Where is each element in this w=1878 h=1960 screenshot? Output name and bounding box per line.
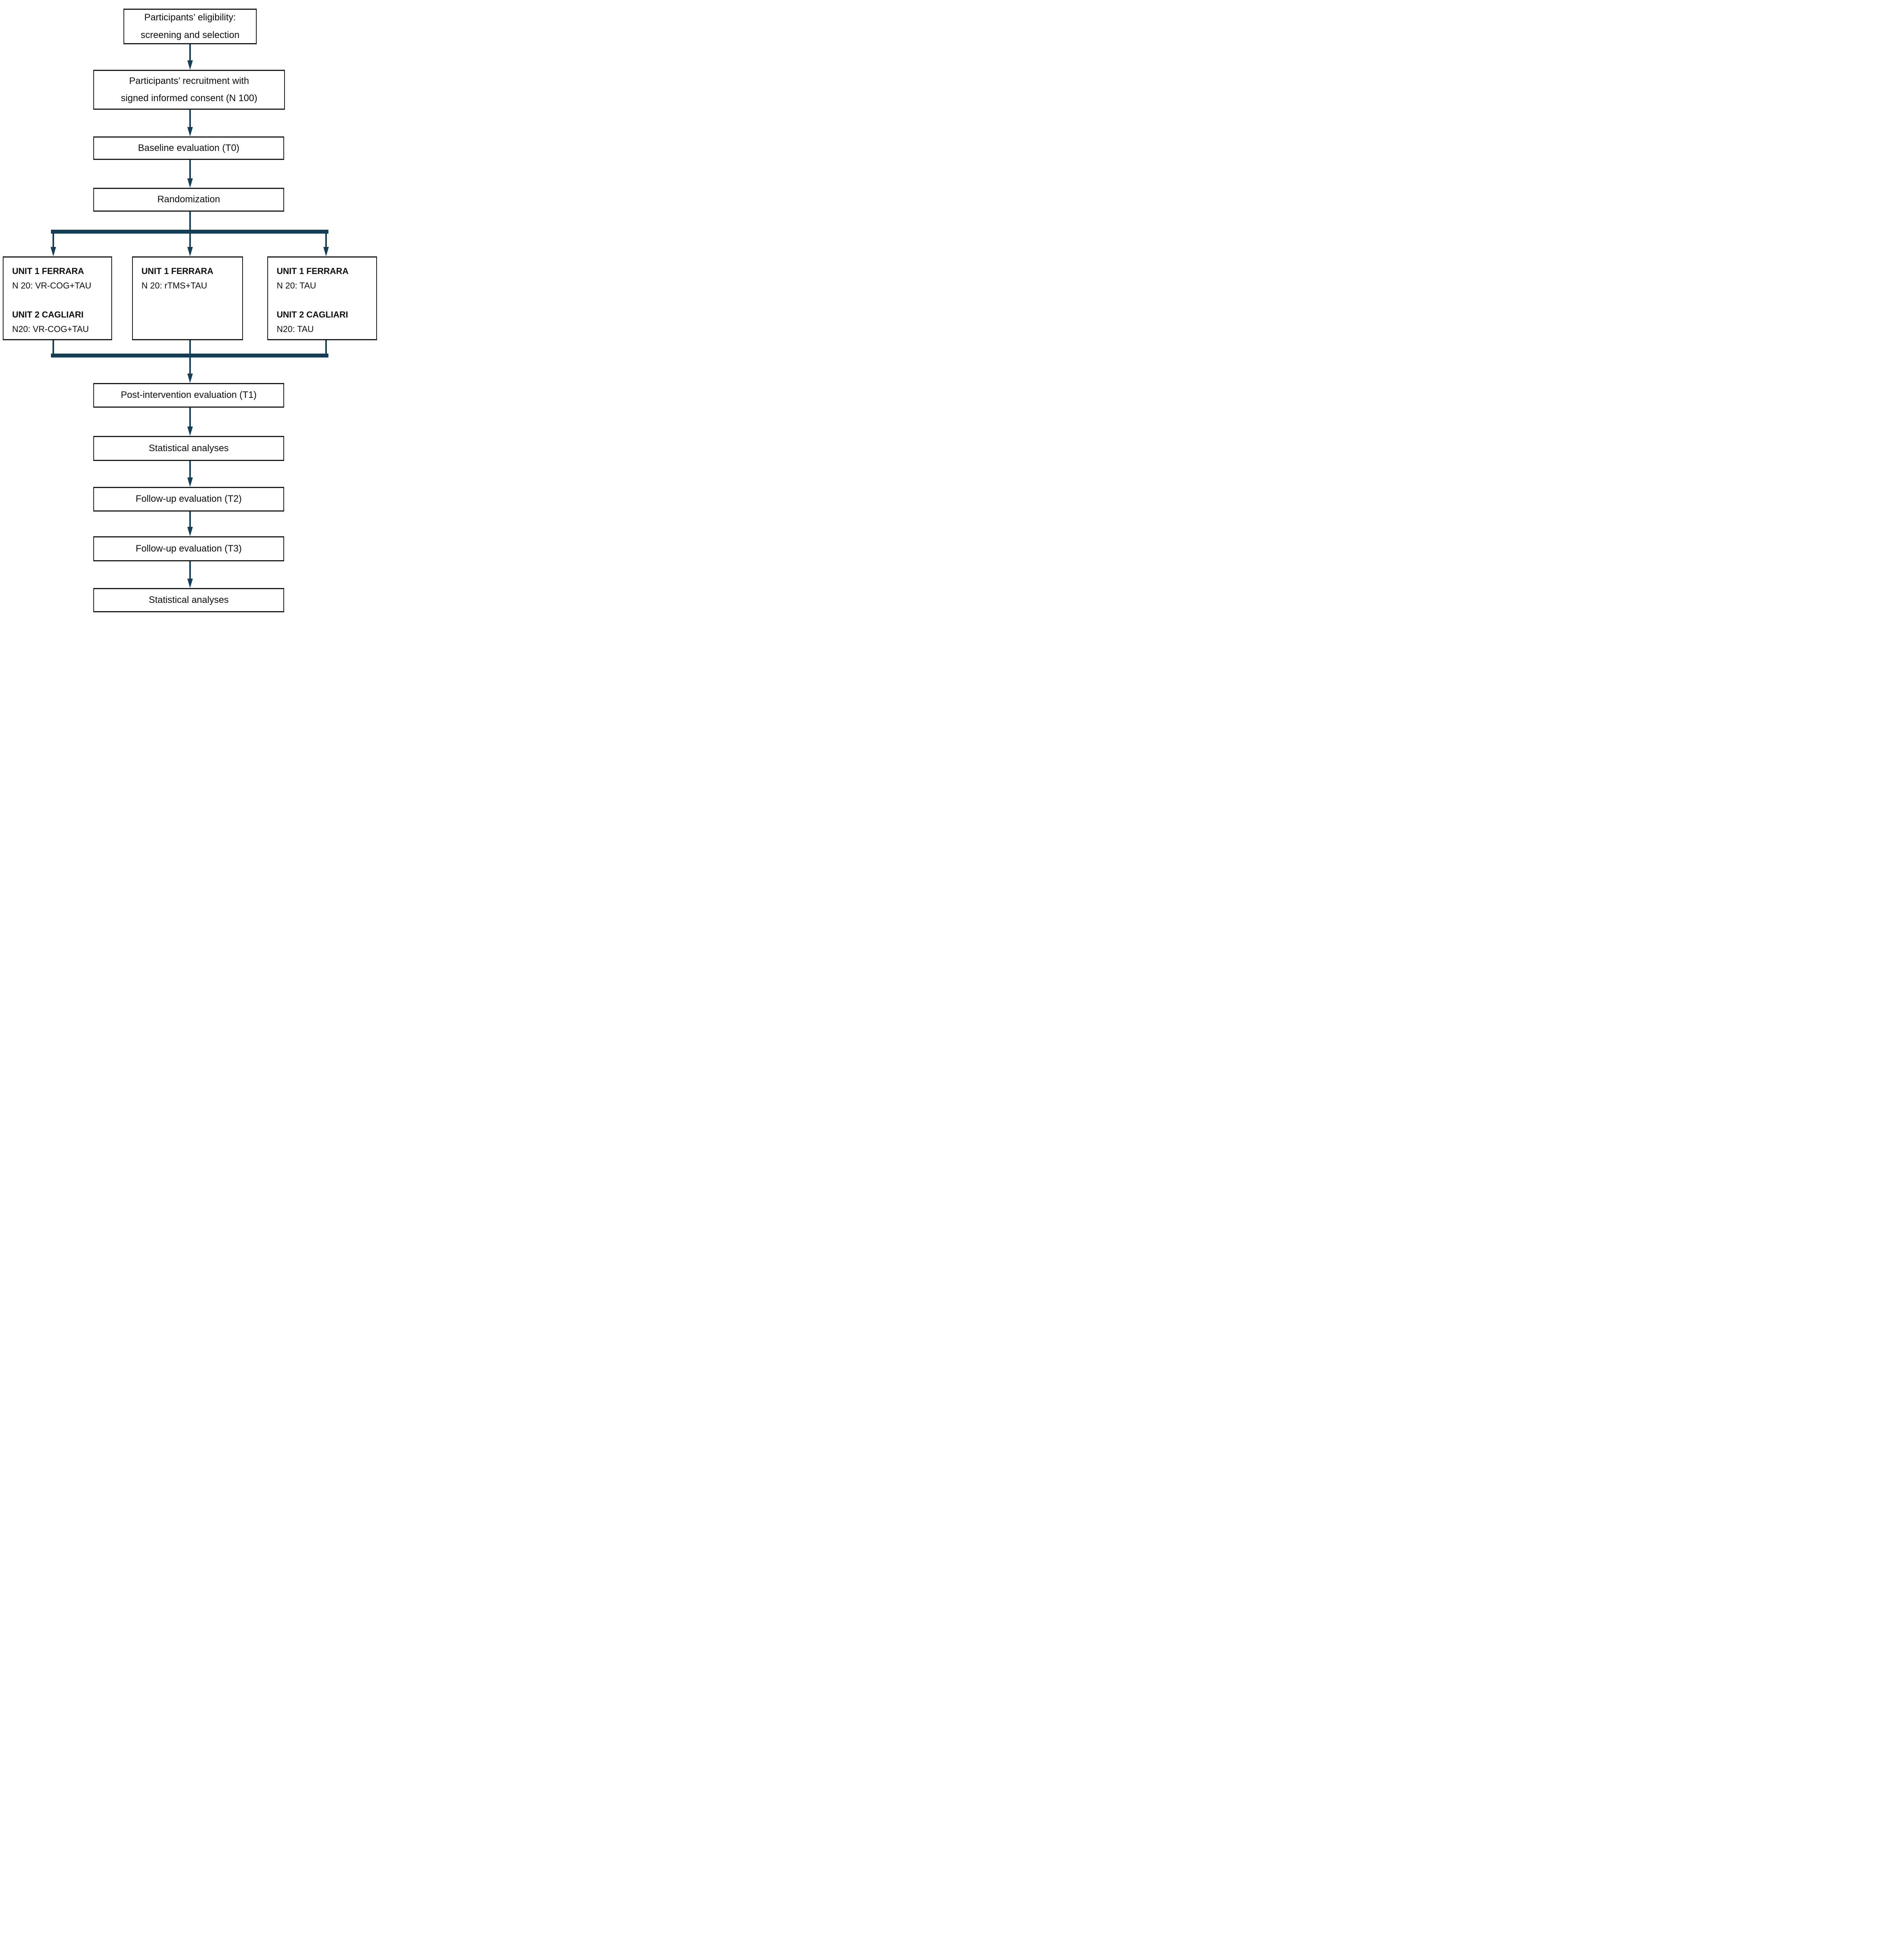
arrow-down-icon	[187, 247, 193, 256]
baseline-label: Baseline evaluation (T0)	[138, 142, 239, 153]
arrow-down-icon	[187, 127, 193, 136]
flowchart: Participants’ eligibility: screening and…	[0, 0, 378, 615]
branch-bar	[51, 230, 328, 234]
flow-box-t3: Follow-up evaluation (T3)	[93, 536, 284, 561]
middle-unit1-alloc: N 20: rTMS+TAU	[141, 281, 207, 290]
arrow-down-icon	[187, 426, 193, 436]
arrow-down-icon	[323, 247, 329, 256]
spacer	[12, 293, 107, 307]
right-unit1-alloc: N 20: TAU	[277, 281, 316, 290]
arrow-down-icon	[187, 579, 193, 588]
merge-bar	[51, 354, 328, 358]
flow-box-eligibility: Participants’ eligibility: screening and…	[123, 9, 257, 44]
connector-line-3	[189, 160, 191, 178]
stats2-label: Statistical analyses	[149, 594, 229, 605]
arrow-down-icon	[187, 60, 193, 70]
unit-box-middle: UNIT 1 FERRARA N 20: rTMS+TAU	[132, 256, 243, 340]
left-unit2-alloc: N20: VR-COG+TAU	[12, 324, 89, 334]
unit-box-right: UNIT 1 FERRARA N 20: TAU UNIT 2 CAGLIARI…	[267, 256, 377, 340]
t1-label: Post-intervention evaluation (T1)	[121, 390, 257, 401]
right-unit2-title: UNIT 2 CAGLIARI	[277, 310, 348, 319]
flow-box-stats1: Statistical analyses	[93, 436, 284, 461]
right-unit2-alloc: N20: TAU	[277, 324, 314, 334]
left-unit1-title: UNIT 1 FERRARA	[12, 266, 84, 276]
branch-center-line	[189, 212, 191, 247]
flow-box-t1: Post-intervention evaluation (T1)	[93, 383, 284, 408]
arrow-down-icon	[51, 247, 56, 256]
right-unit1-title: UNIT 1 FERRARA	[277, 266, 349, 276]
merge-right-line	[325, 340, 327, 358]
recruitment-line2: signed informed consent (N 100)	[121, 93, 257, 103]
flow-box-baseline: Baseline evaluation (T0)	[93, 136, 284, 160]
flow-box-t2: Follow-up evaluation (T2)	[93, 487, 284, 512]
connector-line-7	[189, 561, 191, 579]
eligibility-line1: Participants’ eligibility:	[144, 12, 236, 23]
middle-unit1-title: UNIT 1 FERRARA	[141, 266, 214, 276]
connector-line-4	[189, 408, 191, 426]
stats1-label: Statistical analyses	[149, 443, 229, 454]
t2-label: Follow-up evaluation (T2)	[136, 494, 242, 505]
spacer	[277, 293, 372, 307]
recruitment-line1: Participants’ recruitment with	[129, 75, 249, 86]
arrow-down-icon	[187, 374, 193, 383]
connector-line-6	[189, 512, 191, 527]
randomization-label: Randomization	[157, 194, 220, 205]
left-unit2-title: UNIT 2 CAGLIARI	[12, 310, 84, 319]
t3-label: Follow-up evaluation (T3)	[136, 543, 242, 554]
merge-left-line	[53, 340, 54, 358]
branch-left-line	[53, 234, 54, 247]
connector-line-1	[189, 44, 191, 60]
connector-line-2	[189, 110, 191, 127]
flow-box-recruitment: Participants’ recruitment with signed in…	[93, 70, 285, 110]
arrow-down-icon	[187, 477, 193, 487]
arrow-down-icon	[187, 178, 193, 188]
flow-box-randomization: Randomization	[93, 188, 284, 212]
arrow-down-icon	[187, 527, 193, 536]
branch-right-line	[325, 234, 327, 247]
flow-box-stats2: Statistical analyses	[93, 588, 284, 612]
left-unit1-alloc: N 20: VR-COG+TAU	[12, 281, 91, 290]
eligibility-line2: screening and selection	[140, 29, 240, 40]
unit-box-left: UNIT 1 FERRARA N 20: VR-COG+TAU UNIT 2 C…	[3, 256, 112, 340]
connector-line-5	[189, 461, 191, 477]
